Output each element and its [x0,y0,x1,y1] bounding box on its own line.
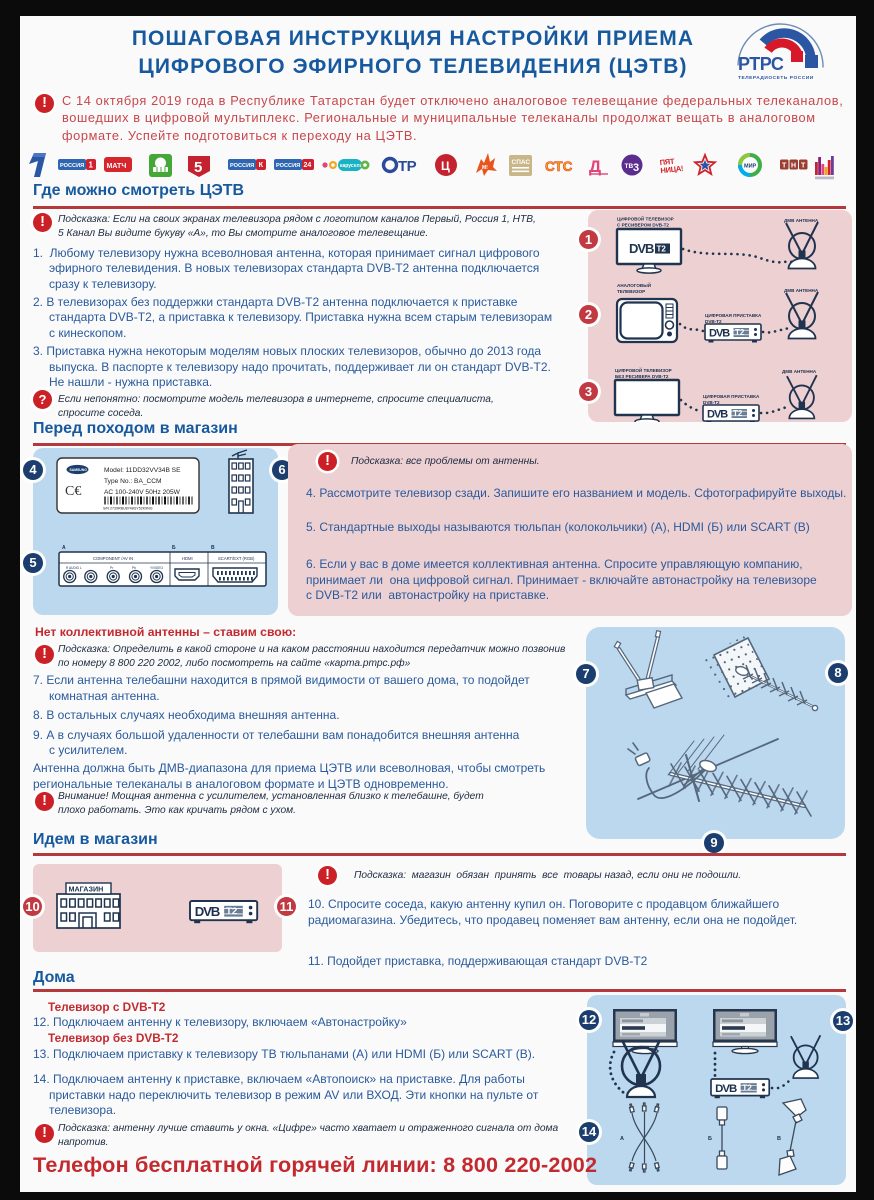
svg-text:Т: Т [782,163,787,170]
svg-text:БЕЗ РЕСИВЕРА DVB-T2: БЕЗ РЕСИВЕРА DVB-T2 [615,374,669,379]
svg-text:SAMSUNG: SAMSUNG [70,468,88,472]
svg-text:ТЕЛЕВИЗОР: ТЕЛЕВИЗОР [617,289,645,294]
svg-text:Д: Д [589,157,601,176]
svg-text:Б: Б [708,1136,712,1142]
svg-text:ТР: ТР [398,158,417,175]
svg-text:S/N 2739RBU8748GY52K9NG: S/N 2739RBU8748GY52K9NG [103,507,153,511]
svg-text:В: В [777,1136,781,1142]
svg-text:C€: C€ [65,484,81,499]
svg-text:Y/VIDEO: Y/VIDEO [150,566,163,570]
svg-text:ПЯТ: ПЯТ [659,157,675,168]
svg-text:SCART/EXT (RGB): SCART/EXT (RGB) [218,556,255,561]
svg-text:ЦИФРОВОЙ ТЕЛЕВИЗОР: ЦИФРОВОЙ ТЕЛЕВИЗОР [617,215,674,222]
svg-text:DVB-T2: DVB-T2 [705,319,722,324]
svg-text:HDMI: HDMI [182,556,193,561]
svg-text:К: К [259,160,264,169]
svg-text:карусель: карусель [340,163,363,169]
svg-text:МАГАЗИН: МАГАЗИН [69,885,104,894]
svg-text:ТЕЛЕРАДИОСЕТЬ РОССИИ: ТЕЛЕРАДИОСЕТЬ РОССИИ [738,75,814,81]
svg-text:DVB: DVB [629,241,654,256]
svg-text:РТРС: РТРС [738,54,784,74]
svg-text:Б: Б [172,545,176,551]
svg-text:ТВ: ТВ [625,163,634,170]
svg-text:РОССИЯ: РОССИЯ [60,163,84,169]
svg-text:R AUDIO L: R AUDIO L [66,566,82,570]
svg-text:ДМВ АНТЕННА: ДМВ АНТЕННА [784,218,819,223]
svg-text:МИР: МИР [744,164,757,170]
svg-text:Pr: Pr [110,566,114,570]
svg-text:Type No.: BA_CCM: Type No.: BA_CCM [104,478,162,485]
svg-text:РОССИЯ: РОССИЯ [276,163,300,169]
svg-text:С РЕСИВЕРОМ DVB-T2: С РЕСИВЕРОМ DVB-T2 [617,223,669,228]
svg-text:НИЦА!: НИЦА! [660,164,684,175]
svg-text:СПАС: СПАС [512,159,531,166]
svg-text:РОССИЯ: РОССИЯ [230,163,254,169]
svg-text:В: В [211,545,215,551]
svg-text:COMPONENT /AV IN: COMPONENT /AV IN [93,556,133,561]
svg-text:T2: T2 [657,245,667,254]
svg-text:А: А [62,545,66,551]
svg-text:ЦИФРОВОЙ ТЕЛЕВИЗОР: ЦИФРОВОЙ ТЕЛЕВИЗОР [615,366,672,373]
svg-text:ДМВ АНТЕННА: ДМВ АНТЕННА [784,288,819,293]
svg-text:АНАЛОГОВЫЙ: АНАЛОГОВЫЙ [617,281,651,288]
svg-text:3: 3 [633,162,639,174]
svg-text:ДМВ АНТЕННА: ДМВ АНТЕННА [782,369,817,374]
svg-text:Pb: Pb [132,566,136,570]
svg-text:5: 5 [194,159,202,176]
svg-text:МАТЧ: МАТЧ [107,163,127,170]
svg-text:1: 1 [89,161,94,170]
svg-text:Н: Н [791,163,796,170]
svg-text:Model: 11DD32VV34B SE: Model: 11DD32VV34B SE [104,467,181,474]
svg-text:ЦИФРОВАЯ ПРИСТАВКА: ЦИФРОВАЯ ПРИСТАВКА [705,313,762,318]
svg-text:ЦИФРОВАЯ ПРИСТАВКА: ЦИФРОВАЯ ПРИСТАВКА [703,394,760,399]
svg-text:Т: Т [801,163,806,170]
svg-text:СТС: СТС [545,159,573,174]
svg-text:М!: М! [482,165,488,171]
svg-text:А: А [620,1136,624,1142]
svg-text:Ц: Ц [441,159,450,173]
svg-text:DVB-T2: DVB-T2 [703,400,720,405]
svg-text:24: 24 [304,162,312,169]
svg-text:AC 100-240V 50Hz 205W: AC 100-240V 50Hz 205W [104,489,181,496]
